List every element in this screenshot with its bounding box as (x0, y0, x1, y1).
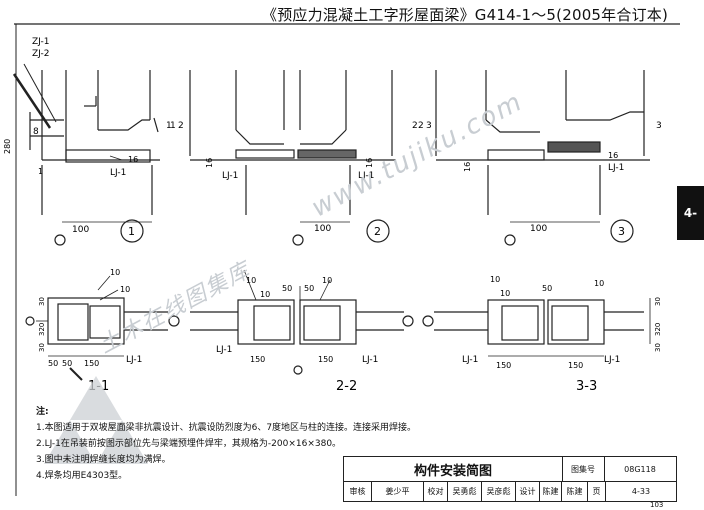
dim-50-1a: 50 (48, 359, 58, 368)
dim-30-3a: 30 (654, 297, 662, 306)
atlas-number: 08G118 (624, 464, 656, 474)
lj1-label-d: LJ-1 (608, 163, 624, 173)
signature-row: 审核 姜少平 校对 吴勇彪 吴彦彪 设计 陈建 陈建 页 4-33 (344, 481, 676, 501)
cut-mark-3b: 3 (656, 121, 662, 131)
lj1-label-c: LJ-1 (358, 171, 374, 181)
lj1-label-e: LJ-1 (126, 355, 142, 365)
note-item-1: 1.本图适用于双坡屋面梁非抗震设计、抗震设防烈度为6、7度地区与柱的连接。连接采… (36, 423, 417, 433)
elevation-2 (189, 70, 396, 246)
dim-150-1: 150 (84, 359, 99, 368)
reviewer-name: 姜少平 (372, 481, 424, 501)
chapter-tab: 4- (677, 186, 704, 240)
note-item-2: 2.LJ-1在吊装前按图示部位先与梁端预埋件焊牢，其规格为-200×16×380… (36, 439, 342, 449)
cut-mark-1a: 1 (38, 167, 43, 176)
note-item-3: 3.图中未注明焊缝长度均为满焊。 (36, 455, 171, 465)
checker-signature: 吴彦彪 (482, 481, 516, 501)
dim-30-3b: 30 (654, 343, 662, 352)
title-block: 构件安装简图 图集号 08G118 审核 姜少平 校对 吴勇彪 吴彦彪 设计 陈… (343, 456, 677, 502)
lj1-label-f: LJ-1 (216, 345, 232, 355)
elevation-3 (435, 70, 650, 246)
weld-3c: 10 (594, 279, 604, 288)
page-label: 页 (588, 481, 606, 501)
section-1-1 (25, 275, 180, 381)
note-item-4: 4.焊条均用E4303型。 (36, 471, 128, 481)
lj1-label-a: LJ-1 (110, 168, 126, 178)
dim-50-1b: 50 (62, 359, 72, 368)
dim-16-d: 16 (463, 162, 472, 172)
dim-150-2a: 150 (250, 355, 265, 364)
cut-mark-2a-left: 1 (170, 121, 176, 131)
section-3-3 (422, 298, 651, 357)
dim-100-c: 100 (530, 224, 547, 234)
section-2-2 (190, 269, 414, 375)
label-zj2: ZJ-2 (32, 49, 49, 59)
weld-2a: 10 (246, 276, 256, 285)
dim-50-2a: 50 (282, 284, 292, 293)
dim-16-c: 16 (365, 158, 374, 168)
weld-3a: 10 (490, 275, 500, 284)
dim-16-b: 16 (205, 158, 214, 168)
dim-50-3: 50 (542, 284, 552, 293)
designer-name: 陈建 (540, 481, 562, 501)
checker-name: 吴勇彪 (448, 481, 482, 501)
dim-30-1a: 30 (38, 297, 46, 306)
weld-2c: 10 (322, 276, 332, 285)
dim-150-3a: 150 (496, 361, 511, 370)
page-number: 103 (650, 501, 664, 509)
dim-16-a: 16 (128, 155, 138, 164)
cut-mark-1b: 1 (166, 121, 172, 131)
dim-150-3b: 150 (568, 361, 583, 370)
detail-3-label: 3 (618, 225, 625, 238)
dim-30-1b: 30 (38, 343, 46, 352)
dim-100-b: 100 (314, 224, 331, 234)
atlas-label: 图集号 (562, 457, 605, 481)
document-title: 《预应力混凝土工字形屋面梁》G414-1～5(2005年合订本) (262, 6, 669, 24)
label-zj1: ZJ-1 (32, 37, 49, 47)
dim-320-1: 320 (38, 323, 46, 336)
weld-1a: 10 (110, 268, 120, 277)
notes-block: 注: 1.本图适用于双坡屋面梁非抗震设计、抗震设防烈度为6、7度地区与柱的连接。… (36, 404, 417, 484)
dim-50-2b: 50 (304, 284, 314, 293)
page-value: 4-33 (631, 486, 651, 496)
watermark-logo (44, 376, 148, 464)
weld-3b: 10 (500, 289, 510, 298)
cut-mark-2b: 2 (412, 121, 418, 131)
detail-1-label: 1 (128, 225, 135, 238)
cut-mark-3a-left: 2 (418, 121, 424, 131)
dim-320-3: 320 (654, 323, 662, 336)
elevation-1 (12, 63, 160, 246)
drawing-title: 构件安装简图 (344, 457, 563, 481)
cut-mark-2a: 2 (178, 121, 184, 131)
dim-280: 280 (3, 139, 12, 154)
section-2-2-title: 2-2 (336, 379, 357, 394)
weld-2b: 10 (260, 290, 270, 299)
lj1-label-h: LJ-1 (462, 355, 478, 365)
cut-mark-3a: 3 (426, 121, 432, 131)
dim-8: 8 (33, 127, 39, 137)
dim-16-e: 16 (608, 151, 618, 160)
lj1-label-b: LJ-1 (222, 171, 238, 181)
lj1-label-i: LJ-1 (604, 355, 620, 365)
lj1-label-g: LJ-1 (362, 355, 378, 365)
detail-2-label: 2 (374, 225, 381, 238)
weld-1b: 10 (120, 285, 130, 294)
dim-100-a: 100 (72, 225, 89, 235)
section-3-3-title: 3-3 (576, 379, 597, 394)
check-label: 校对 (424, 481, 448, 501)
design-label: 设计 (516, 481, 540, 501)
dim-150-2b: 150 (318, 355, 333, 364)
designer-signature: 陈建 (562, 481, 588, 501)
notes-heading: 注: (36, 407, 49, 417)
review-label: 审核 (344, 481, 372, 501)
